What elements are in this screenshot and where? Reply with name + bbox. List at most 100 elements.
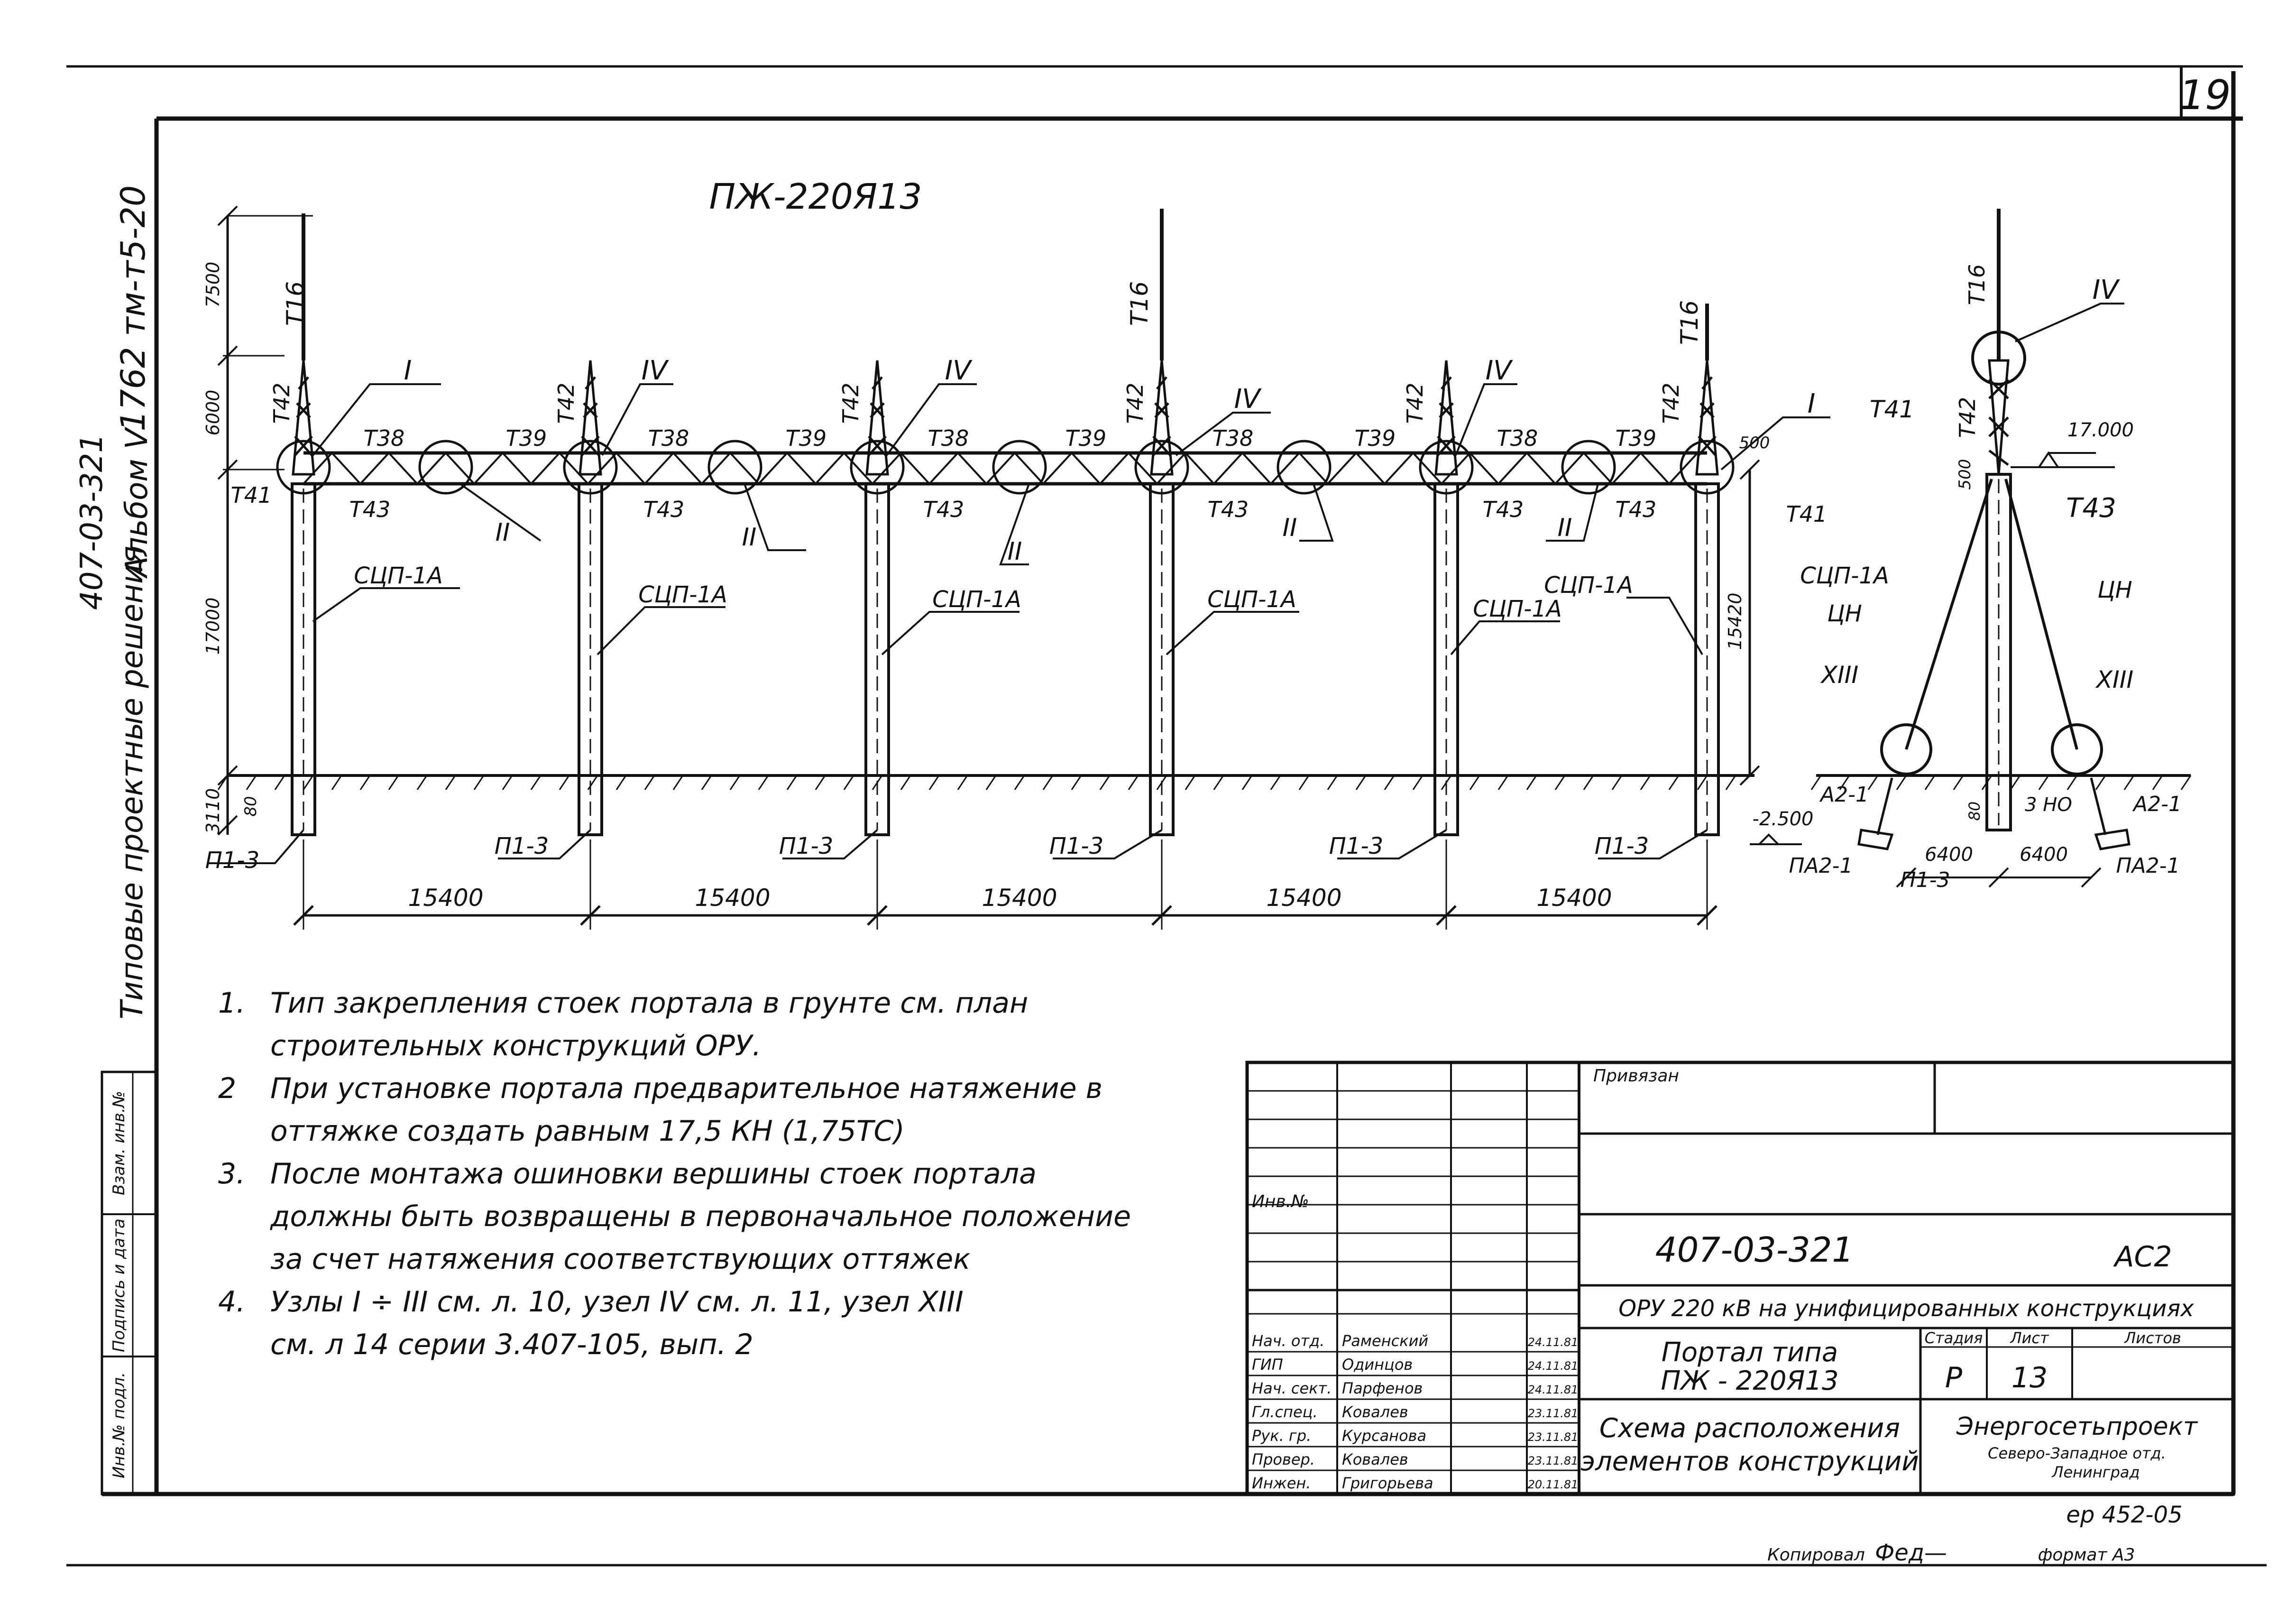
label-bracket-6: Т43 — [1616, 497, 1657, 522]
label-node-1b: I — [1808, 388, 1816, 419]
dimension-texts: 15400 15400 15400 15400 15400 7500 6000 … — [202, 262, 1770, 912]
column-cap-truss — [865, 360, 889, 476]
column-shaft — [1149, 482, 1175, 836]
label-beam-b-3: Т39 — [1065, 425, 1107, 451]
label-beam-a-3: Т38 — [928, 425, 969, 451]
signature-date: 24.11.81 — [1528, 1359, 1579, 1373]
stage-value: Р — [1945, 1361, 1963, 1394]
project-name: ОРУ 220 кВ на унифицированных конструкци… — [1618, 1295, 2194, 1322]
note-item: 1. Тип закрепления стоек портала в грунт… — [218, 982, 1214, 1067]
signature-name: Григорьева — [1342, 1474, 1433, 1492]
note-text: При установке портала предварительное на… — [270, 1072, 1102, 1148]
label-node-2e: II — [1558, 514, 1572, 542]
side-dim-small: 80 — [1965, 802, 1984, 821]
side-view-labels: Т16 Т42 Т41 Т43 СЦП-1А ЦН ЦН XIII XIII I… — [1753, 264, 2182, 892]
signature-date: 20.11.81 — [1528, 1478, 1579, 1491]
signature-date: 24.11.81 — [1528, 1383, 1579, 1396]
dim-span-3: 15400 — [982, 884, 1057, 912]
dim-upper: 6000 — [202, 390, 223, 436]
sheet-format: формат А3 — [2038, 1545, 2135, 1565]
label-foundation-1: П1-3 — [205, 847, 260, 874]
label-column-1: СЦП-1А — [354, 563, 443, 589]
label-mast-3: Т16 — [1676, 300, 1703, 345]
leader-lines — [209, 383, 1830, 864]
label-column-6: СЦП-1А — [1544, 572, 1633, 599]
sheet-frame — [66, 65, 2267, 1567]
signature-date: 23.11.81 — [1528, 1430, 1579, 1444]
signature-date: 23.11.81 — [1528, 1454, 1579, 1467]
portal-beam-truss — [303, 451, 1707, 486]
signature-name: Курсанова — [1342, 1427, 1426, 1445]
dim-span-1: 15400 — [408, 884, 483, 912]
column-shaft — [578, 482, 603, 836]
label-cap-1: Т42 — [269, 383, 294, 424]
signature-role: Провер. — [1252, 1450, 1315, 1468]
label-beam-b-4: Т39 — [1355, 425, 1396, 451]
title-block-grid — [1245, 1061, 2235, 1496]
dim-span-5: 15400 — [1536, 884, 1612, 912]
stage-label: Стадия — [1925, 1329, 1983, 1347]
stamp-cell-2: Подпись и дата — [110, 1218, 129, 1352]
side-dim-h0: 3 НО — [2025, 794, 2072, 816]
label-node-4c: IV — [1234, 384, 1262, 415]
dim-bottom: 3110 — [202, 788, 223, 834]
label-node-2c: II — [1008, 537, 1022, 566]
label-node-2b: II — [742, 523, 757, 552]
object-line-1: Портал типа — [1662, 1337, 1838, 1368]
column-cap-truss — [1434, 360, 1458, 476]
label-end-piece-right: Т41 — [1786, 501, 1828, 527]
signature-name: Ковалев — [1342, 1403, 1408, 1421]
label-node-4b: IV — [945, 355, 973, 386]
side-label-anchor-left: А2-1 — [1819, 783, 1869, 807]
side-level-ground: -2.500 — [1753, 808, 1814, 830]
label-bracket-4: Т43 — [1208, 497, 1249, 522]
left-margin-stamps: 1762 тм-т5-20 Альбом V 407-03-321 Типовы… — [74, 185, 158, 1495]
signature-role: ГИП — [1252, 1356, 1283, 1374]
label-beam-a-5: Т38 — [1497, 425, 1538, 451]
signature-name: Одинцов — [1342, 1356, 1413, 1374]
label-foundation-3: П1-3 — [779, 833, 834, 859]
label-bracket-3: Т43 — [923, 497, 964, 522]
signature-name: Ковалев — [1342, 1450, 1408, 1468]
copied-by: Копировал — [1767, 1545, 1865, 1565]
side-dim-span-left: 6400 — [1925, 844, 1973, 866]
drawing-title: ПЖ-220Я13 — [709, 176, 922, 217]
column-shaft — [864, 482, 890, 836]
signature-role: Гл.спец. — [1252, 1403, 1318, 1421]
label-node-4d: IV — [1486, 355, 1514, 386]
bottom-note: ер 452-05 — [2066, 1502, 2182, 1528]
dim-top-mast: 7500 — [202, 262, 223, 308]
label-beam-b-2: Т39 — [786, 425, 827, 451]
label-node-1a: I — [404, 355, 412, 386]
column-shaft — [1433, 482, 1459, 836]
label-beam-a-1: Т38 — [364, 425, 405, 451]
side-label-cap: Т42 — [1955, 397, 1980, 438]
label-beam-b-5: Т39 — [1616, 425, 1657, 451]
side-label-foundation: П1-3 — [1901, 868, 1950, 892]
org-line-2: Северо-Западное отд. — [1988, 1444, 2166, 1462]
dim-side-height: 15420 — [1725, 593, 1745, 650]
dim-span-4: 15400 — [1266, 884, 1341, 912]
doc-code: 407-03-321 — [1655, 1230, 1854, 1270]
label-node-2a: II — [496, 518, 510, 547]
dim-embed: 80 — [241, 796, 260, 816]
note-text: Узлы I ÷ III см. л. 10, узел IV см. л. 1… — [270, 1285, 964, 1361]
album-label: Альбом V — [119, 426, 155, 579]
column-cap-truss — [292, 360, 315, 476]
column-shaft — [291, 482, 316, 836]
dim-span-2: 15400 — [695, 884, 770, 912]
side-label-node-4: IV — [2093, 275, 2121, 305]
label-cap-3: Т42 — [838, 383, 863, 424]
dim-beam-depth: 500 — [1739, 434, 1770, 452]
page-value: 13 — [2011, 1361, 2048, 1394]
label-beam-a-2: Т38 — [648, 425, 689, 451]
series-label: 407-03-321 — [74, 434, 110, 610]
column-cap-truss — [1695, 360, 1719, 476]
stamp-cell-1: Взам. инв.№ — [110, 1091, 129, 1195]
side-label-anchor-plate-left: ПА2-1 — [1789, 854, 1853, 878]
signature-role: Нач. сект. — [1252, 1379, 1332, 1397]
note-item: 2 При установке портала предварительное … — [218, 1067, 1214, 1153]
label-end-piece-left: Т41 — [231, 482, 272, 508]
label-foundation-6: П1-3 — [1595, 833, 1649, 859]
side-label-column: СЦП-1А — [1800, 563, 1889, 589]
